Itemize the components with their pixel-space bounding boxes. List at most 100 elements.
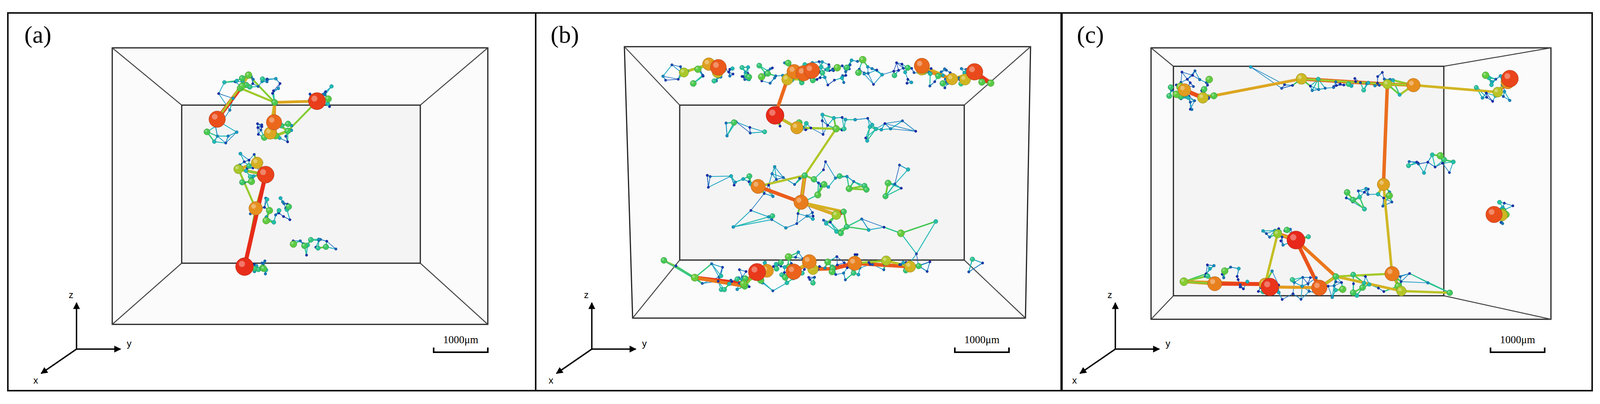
pore: [943, 67, 947, 71]
pore: [808, 278, 811, 281]
pore: [744, 270, 748, 273]
pore: [674, 264, 677, 268]
pore: [256, 122, 259, 125]
pore: [782, 176, 785, 179]
pore: [266, 207, 273, 214]
throat: [901, 221, 936, 234]
pore: [731, 225, 736, 229]
pore: [773, 76, 776, 80]
pore: [879, 128, 884, 132]
pore: [804, 121, 809, 126]
pore: [844, 74, 847, 77]
pore: [826, 185, 831, 189]
pore: [725, 134, 729, 138]
pore: [805, 214, 809, 218]
pore: [866, 65, 869, 69]
pore: [274, 213, 277, 217]
pore: [817, 60, 821, 63]
throat: [861, 218, 869, 230]
throat: [855, 118, 868, 120]
pore: [322, 244, 329, 250]
pore: [811, 211, 814, 214]
throat: [708, 176, 711, 188]
pore: [829, 220, 832, 224]
pore: [941, 73, 945, 77]
throat: [926, 262, 930, 272]
pore: [282, 215, 285, 218]
pore: [741, 177, 745, 181]
pore: [251, 78, 255, 81]
pore: [233, 164, 244, 174]
pore: [909, 80, 913, 84]
pore: [906, 78, 909, 81]
pore: [727, 70, 730, 73]
pore: [771, 289, 774, 292]
pore: [274, 77, 278, 81]
pore: [733, 184, 736, 187]
pore: [819, 64, 823, 69]
pore: [875, 69, 878, 72]
pore: [733, 180, 737, 184]
pore: [823, 75, 827, 79]
pore: [925, 270, 929, 273]
pore: [796, 212, 800, 216]
pore: [959, 67, 963, 71]
pore: [779, 125, 782, 128]
pore: [767, 184, 770, 187]
pore: [721, 266, 724, 269]
pore: [771, 195, 775, 198]
pore: [825, 67, 830, 72]
pore: [824, 221, 829, 226]
pore: [795, 222, 798, 225]
pore: [899, 263, 902, 266]
throat: [771, 219, 787, 229]
pore: [928, 84, 931, 88]
pore: [718, 273, 723, 278]
pore: [841, 116, 844, 119]
throat: [868, 227, 885, 230]
pore: [866, 117, 869, 120]
pore: [943, 86, 947, 90]
pore: [903, 70, 907, 75]
pore: [239, 179, 245, 186]
throat: [825, 161, 836, 179]
pore: [928, 71, 933, 77]
pore: [804, 128, 807, 132]
throat: [836, 256, 845, 263]
throat: [804, 128, 837, 176]
pore: [308, 92, 326, 110]
throat: [665, 79, 679, 81]
pore: [901, 260, 905, 265]
pore: [324, 95, 332, 103]
pore: [231, 96, 235, 101]
pore: [930, 67, 933, 70]
pore: [728, 74, 732, 78]
pore: [315, 246, 321, 251]
pore: [215, 134, 219, 138]
pore: [290, 240, 297, 248]
pore: [664, 78, 667, 82]
pore: [235, 78, 239, 83]
pore: [679, 65, 682, 68]
pore: [773, 165, 776, 169]
pore: [889, 127, 893, 131]
pore: [238, 75, 245, 82]
pore: [701, 74, 704, 77]
pore: [260, 123, 263, 126]
pore: [865, 138, 869, 143]
pore: [843, 118, 847, 122]
pore: [730, 66, 735, 71]
pore: [749, 131, 752, 135]
pore: [856, 60, 859, 63]
pore: [893, 182, 896, 186]
pore: [285, 120, 292, 127]
pore: [818, 265, 821, 269]
pore: [883, 122, 887, 125]
throat: [796, 216, 807, 224]
throat: [868, 227, 885, 230]
pore: [820, 119, 824, 123]
throat: [916, 221, 936, 254]
pore: [939, 70, 943, 74]
throat: [894, 169, 909, 185]
pore: [796, 250, 800, 254]
